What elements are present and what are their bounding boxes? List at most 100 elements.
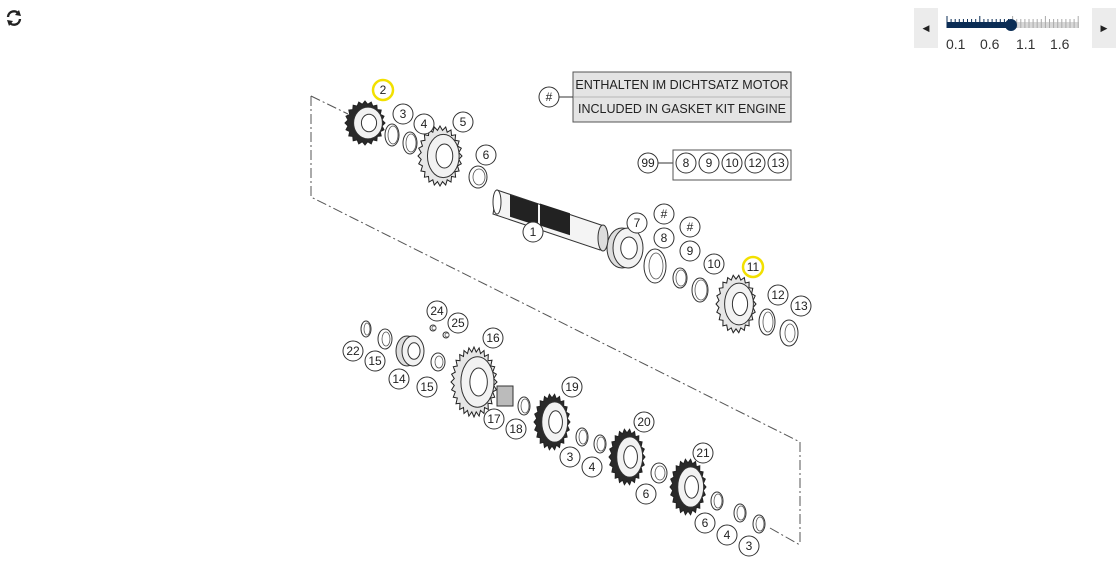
ring-inner	[596, 436, 606, 452]
zoom-slider-thumb[interactable]	[1005, 19, 1017, 31]
callout[interactable]: 20	[633, 411, 655, 433]
callout[interactable]: 8	[653, 227, 675, 249]
svg-text:6: 6	[643, 487, 650, 501]
svg-text:11: 11	[747, 260, 760, 274]
svg-text:#: #	[687, 220, 694, 234]
callout[interactable]: 19	[561, 376, 583, 398]
triangle-left-icon[interactable]: ◀	[914, 8, 938, 48]
kit-callout	[637, 152, 659, 174]
callout[interactable]: 24	[426, 300, 448, 322]
callout[interactable]: 16	[482, 327, 504, 349]
svg-text:13: 13	[794, 299, 808, 313]
callout[interactable]: 13	[790, 295, 812, 317]
callout[interactable]: #	[679, 216, 701, 238]
ring-inner	[654, 465, 666, 481]
svg-text:22: 22	[346, 344, 360, 358]
svg-text:7: 7	[634, 216, 641, 230]
svg-text:3: 3	[746, 539, 753, 553]
zoom-tick-label: 1.1	[1016, 36, 1036, 52]
ring-inner	[755, 516, 765, 532]
svg-text:5: 5	[460, 115, 467, 129]
svg-text:2: 2	[380, 83, 387, 97]
callout[interactable]: 3	[738, 535, 760, 557]
callout[interactable]: 15	[364, 350, 386, 372]
callout[interactable]: 7	[626, 212, 648, 234]
callout[interactable]: 25	[447, 312, 469, 334]
ring-inner	[434, 355, 444, 369]
svg-text:4: 4	[589, 460, 596, 474]
svg-text:19: 19	[565, 380, 579, 394]
kit-member-label: 8	[683, 156, 690, 170]
bearing-bore	[620, 236, 638, 260]
ring-inner	[381, 331, 391, 347]
ring-inner	[578, 429, 588, 445]
svg-text:20: 20	[637, 415, 651, 429]
ring-inner	[431, 325, 437, 331]
callout-2-highlighted[interactable]: 2	[371, 78, 395, 102]
svg-text:14: 14	[392, 372, 406, 386]
svg-text:#: #	[661, 207, 668, 221]
svg-text:18: 18	[509, 422, 523, 436]
zoom-slider[interactable]	[942, 10, 1092, 36]
gear-bore	[731, 291, 749, 317]
ring-inner	[472, 168, 486, 186]
legend-box: ENTHALTEN IM DICHTSATZ MOTOR INCLUDED IN…	[538, 71, 792, 123]
triangle-right-icon[interactable]: ▶	[1092, 8, 1116, 48]
refresh-icon[interactable]	[4, 8, 24, 28]
ring-inner	[648, 252, 664, 280]
callout[interactable]: 4	[716, 524, 738, 546]
callout-11-highlighted[interactable]: 11	[741, 255, 765, 279]
callout[interactable]: 4	[581, 456, 603, 478]
gear-bore	[623, 445, 638, 469]
callout[interactable]: 6	[475, 144, 497, 166]
zoom-tick-label: 1.6	[1050, 36, 1070, 52]
ring-inner	[736, 505, 746, 521]
gear-bore	[548, 410, 563, 434]
svg-text:6: 6	[483, 148, 490, 162]
kit-member-label: 13	[771, 156, 785, 170]
callout[interactable]: 14	[388, 368, 410, 390]
gear-bore	[684, 475, 699, 499]
callout[interactable]: 4	[413, 113, 435, 135]
svg-text:1: 1	[530, 225, 537, 239]
legend-line-2: INCLUDED IN GASKET KIT ENGINE	[578, 102, 786, 116]
kit-member-label: 12	[748, 156, 762, 170]
assembly-outline	[769, 527, 801, 546]
callout[interactable]: #	[653, 203, 675, 225]
callout[interactable]: 5	[452, 111, 474, 133]
needle-bearing-part	[496, 385, 514, 407]
callout[interactable]: 3	[559, 446, 581, 468]
ring-inner	[405, 133, 417, 153]
zoom-tick-label: 0.6	[980, 36, 1000, 52]
callout[interactable]: 9	[679, 240, 701, 262]
svg-text:6: 6	[702, 516, 709, 530]
callout[interactable]: 21	[692, 442, 714, 464]
callout[interactable]: 17	[483, 408, 505, 430]
callout[interactable]: 10	[703, 253, 725, 275]
svg-text:25: 25	[451, 316, 465, 330]
svg-text:21: 21	[696, 446, 710, 460]
zoom-slider-fill	[947, 22, 1011, 28]
callout[interactable]: 3	[392, 103, 414, 125]
callout[interactable]: 6	[635, 483, 657, 505]
ring-inner	[762, 311, 774, 333]
kit-member-label: 10	[725, 156, 739, 170]
callout[interactable]: 1	[522, 221, 544, 243]
callout[interactable]: 6	[694, 512, 716, 534]
assembly-outline	[310, 96, 801, 545]
svg-text:4: 4	[724, 528, 731, 542]
callout[interactable]: 22	[342, 340, 364, 362]
callout[interactable]: 15	[416, 376, 438, 398]
callout[interactable]: 12	[767, 284, 789, 306]
svg-text:3: 3	[400, 107, 407, 121]
assembly-outline	[310, 95, 349, 115]
svg-text:8: 8	[661, 231, 668, 245]
ring-inner	[363, 322, 371, 336]
ring-inner	[713, 493, 723, 509]
svg-text:16: 16	[486, 331, 500, 345]
ring-inner	[675, 269, 687, 287]
callout[interactable]: 18	[505, 418, 527, 440]
svg-text:9: 9	[687, 244, 694, 258]
ring-inner	[784, 323, 796, 343]
